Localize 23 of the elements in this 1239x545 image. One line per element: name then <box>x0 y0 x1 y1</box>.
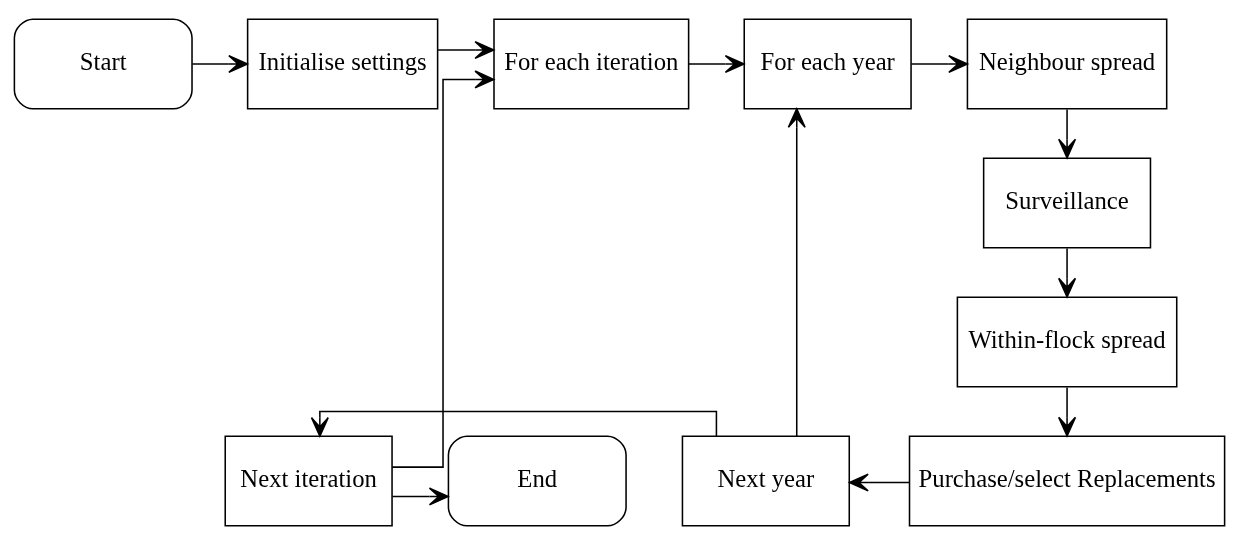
arrow <box>191 54 249 74</box>
node-box: Within-flock spread <box>956 296 1178 388</box>
node-box: Neighbour spread <box>966 18 1168 110</box>
arrow <box>391 487 449 506</box>
node-box: Initialise settings <box>246 18 439 110</box>
node-box: Start <box>13 18 193 110</box>
node-box: Purchase/select Replacements <box>908 435 1226 527</box>
node-box: Next year <box>681 435 851 527</box>
node-box: End <box>447 435 627 527</box>
node-box: For each year <box>743 18 912 110</box>
arrow <box>787 108 806 437</box>
arrow <box>1057 108 1077 159</box>
arrow <box>391 70 495 468</box>
arrow <box>437 40 495 60</box>
arrow <box>1057 386 1077 437</box>
arrow <box>848 473 911 492</box>
arrow <box>1057 247 1077 298</box>
arrow <box>910 54 969 74</box>
node-box: Surveillance <box>982 157 1152 249</box>
node-box: Next iteration <box>224 435 393 527</box>
node-box: For each iteration <box>493 18 690 110</box>
arrow <box>310 410 718 437</box>
arrow <box>688 54 745 74</box>
